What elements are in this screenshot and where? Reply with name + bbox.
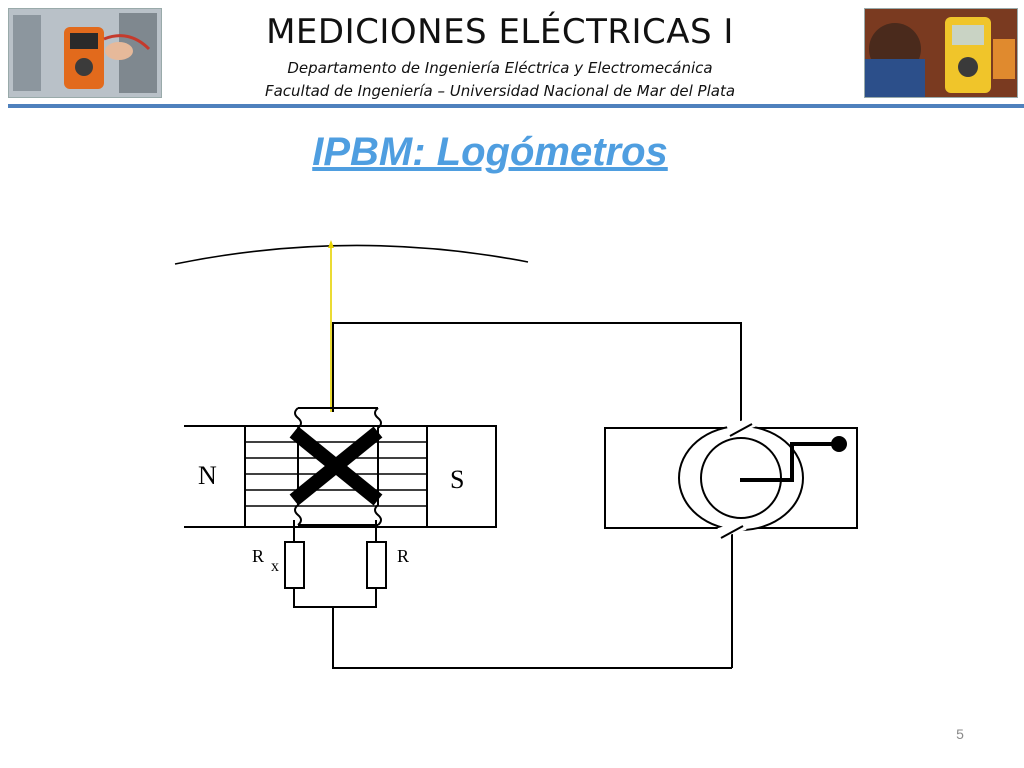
slide-title: IPBM: Logómetros bbox=[312, 130, 668, 174]
resistor-rx-subscript: x bbox=[271, 558, 279, 575]
page-number: 5 bbox=[956, 726, 964, 742]
crank-knob-icon bbox=[831, 436, 847, 452]
faculty-subtitle: Facultad de Ingeniería – Universidad Nac… bbox=[264, 82, 736, 100]
scale-arc bbox=[174, 244, 529, 265]
resistor-r-label: R bbox=[397, 546, 409, 566]
multimeter-illustration-icon bbox=[9, 9, 161, 97]
generator-brushes bbox=[720, 423, 753, 539]
crank-handle bbox=[740, 442, 838, 482]
resistor-r bbox=[366, 541, 387, 589]
resistor-rx-label: R bbox=[252, 546, 264, 566]
slide-header: MEDICIONES ELÉCTRICAS I Departamento de … bbox=[0, 0, 1024, 110]
course-title: MEDICIONES ELÉCTRICAS I bbox=[266, 12, 734, 52]
resistor-rx bbox=[284, 541, 305, 589]
department-subtitle: Departamento de Ingeniería Eléctrica y E… bbox=[287, 59, 713, 77]
north-pole-label: N bbox=[198, 461, 217, 490]
coil-frame-edges bbox=[294, 407, 382, 526]
crossed-coils bbox=[289, 426, 383, 506]
circuit-wiring bbox=[293, 322, 742, 669]
multimeter-motor-illustration-icon bbox=[865, 9, 1017, 97]
pointer-arrowhead bbox=[328, 240, 334, 248]
south-pole-label: S bbox=[450, 465, 464, 494]
multimeter-photo-right bbox=[864, 8, 1018, 98]
permanent-magnet bbox=[184, 425, 497, 528]
header-divider bbox=[8, 104, 1024, 108]
multimeter-photo-left bbox=[8, 8, 162, 98]
